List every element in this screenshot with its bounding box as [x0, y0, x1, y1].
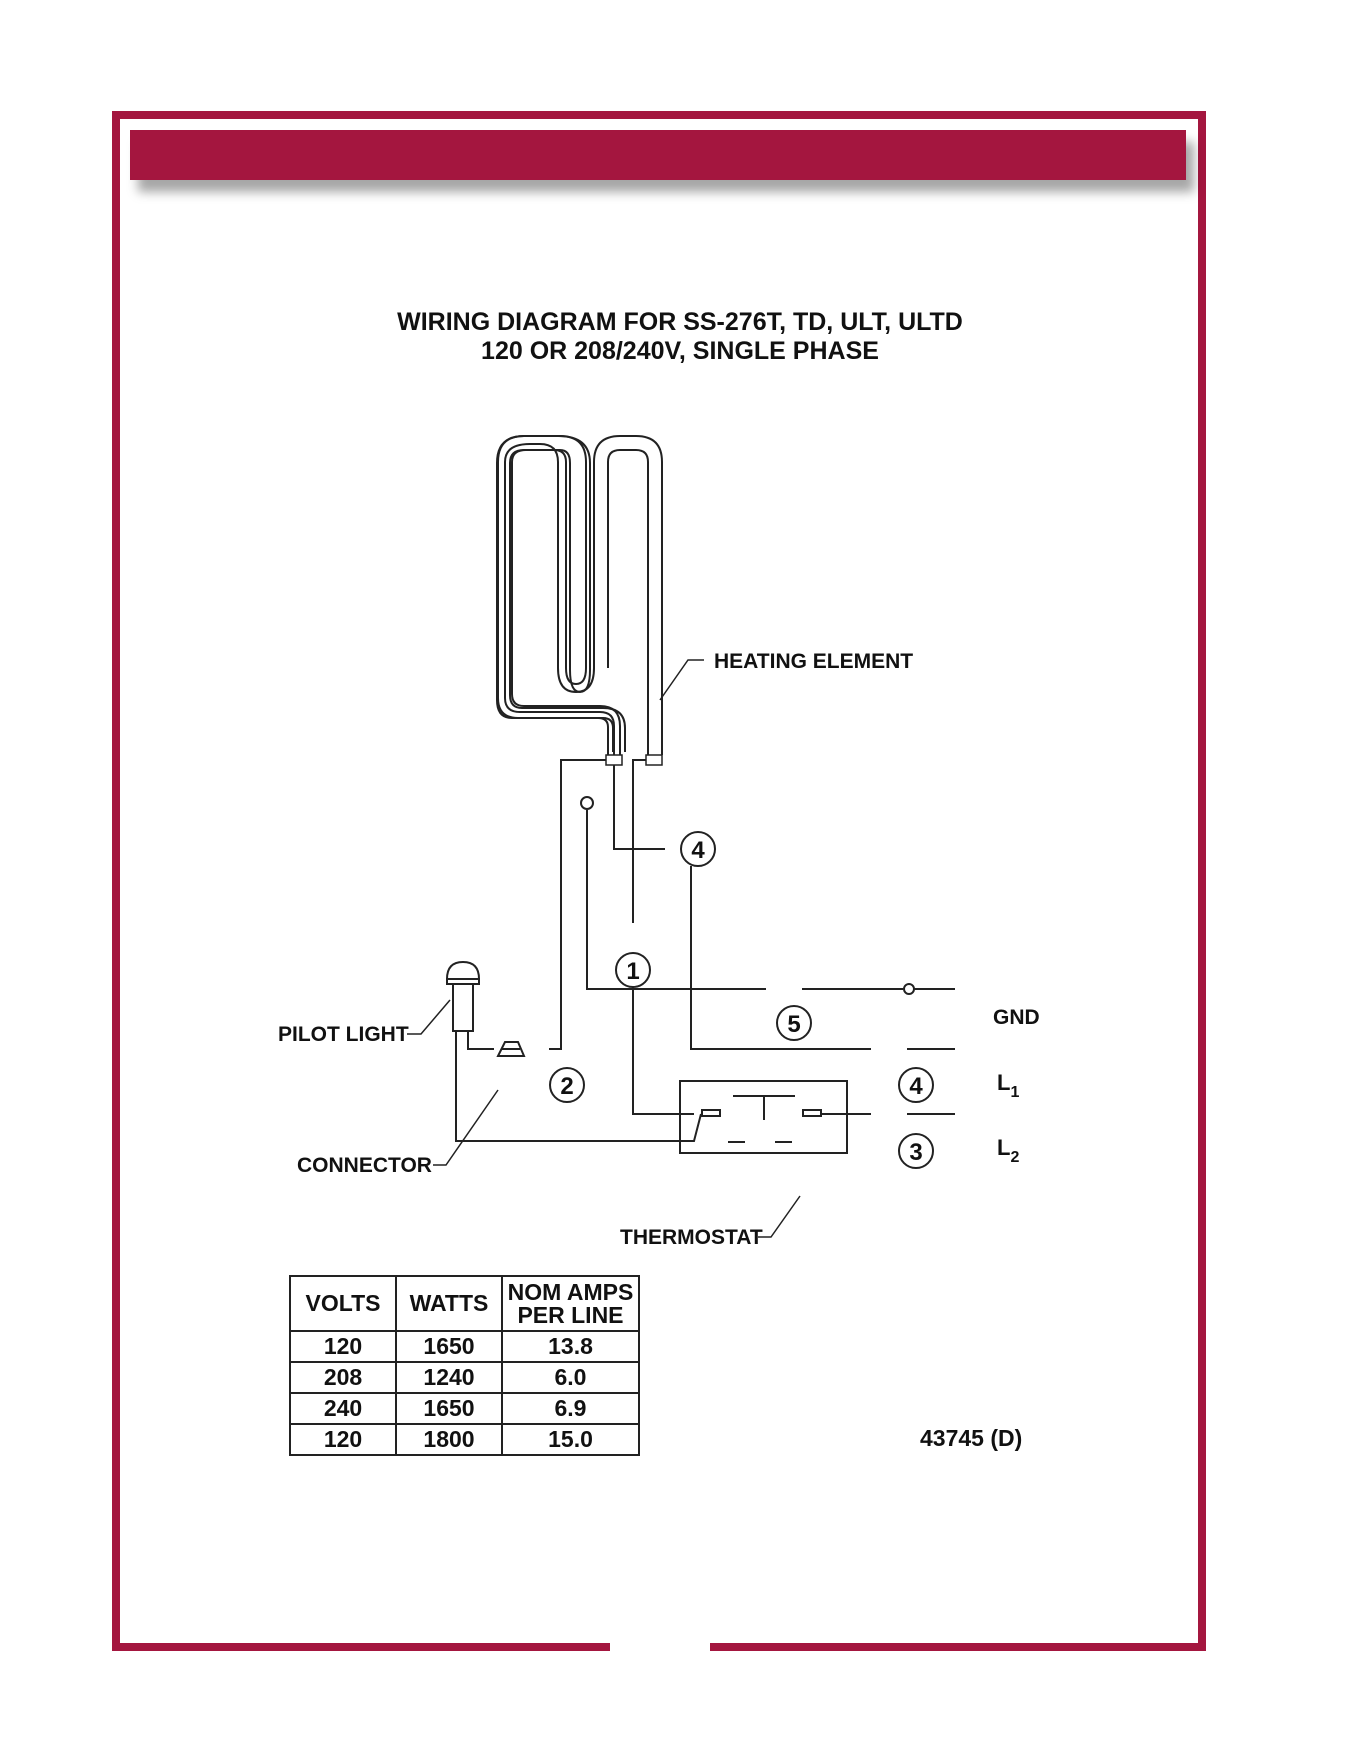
connector-label: CONNECTOR: [297, 1154, 432, 1177]
pilot-light-icon: [447, 962, 479, 1031]
table-row: 120 1650 13.8: [290, 1331, 639, 1362]
cell-volts: 240: [290, 1393, 396, 1424]
cell-amps: 6.0: [502, 1362, 639, 1393]
cell-amps: 13.8: [502, 1331, 639, 1362]
cell-amps: 15.0: [502, 1424, 639, 1455]
pilot-wire-right: [468, 1031, 494, 1049]
wire-4-number-line: 4: [909, 1073, 923, 1100]
pilot-light-leader: [407, 1000, 450, 1034]
wiring-lines: [456, 760, 955, 1141]
cell-amps: 6.9: [502, 1393, 639, 1424]
table-row: 240 1650 6.9: [290, 1393, 639, 1424]
wire-4: [614, 765, 665, 849]
wire-5-number: 5: [787, 1011, 800, 1038]
pilot-light-label: PILOT LIGHT: [278, 1023, 409, 1046]
wire-1-number: 1: [626, 958, 639, 985]
table-row: 208 1240 6.0: [290, 1362, 639, 1393]
leader-lines: [407, 660, 800, 1237]
connector-icon: [498, 1042, 524, 1056]
cell-volts: 120: [290, 1331, 396, 1362]
table-row: 120 1800 15.0: [290, 1424, 639, 1455]
thermostat-label: THERMOSTAT: [620, 1226, 763, 1249]
specs-header-amps-line1: NOM AMPS: [503, 1281, 638, 1304]
specs-table-header-row: VOLTS WATTS NOM AMPS PER LINE: [290, 1276, 639, 1331]
wire-2: [549, 760, 606, 1049]
cell-watts: 1650: [396, 1393, 502, 1424]
specs-header-amps-line2: PER LINE: [503, 1304, 638, 1327]
thermostat: [680, 1081, 847, 1153]
cell-watts: 1240: [396, 1362, 502, 1393]
gnd-label: GND: [993, 1006, 1040, 1029]
ground-lug: [581, 797, 593, 809]
specs-header-amps: NOM AMPS PER LINE: [502, 1276, 639, 1331]
heating-element-leader: [660, 660, 704, 700]
specs-table: VOLTS WATTS NOM AMPS PER LINE 120 1650 1…: [289, 1275, 640, 1456]
specs-header-watts: WATTS: [396, 1276, 502, 1331]
cell-volts: 120: [290, 1424, 396, 1455]
heating-element-label: HEATING ELEMENT: [714, 650, 913, 673]
cell-watts: 1800: [396, 1424, 502, 1455]
cell-watts: 1650: [396, 1331, 502, 1362]
wire-4-number-top: 4: [691, 837, 705, 864]
l2-label: L2: [997, 1135, 1019, 1166]
gnd-terminal: [904, 984, 914, 994]
drawing-number: 43745 (D): [920, 1425, 1022, 1452]
wire-2-number: 2: [560, 1073, 573, 1100]
connector-leader: [433, 1090, 498, 1165]
wire-1: [633, 760, 646, 923]
wire-3-number: 3: [909, 1139, 922, 1166]
specs-header-volts: VOLTS: [290, 1276, 396, 1331]
l1-label: L1: [997, 1070, 1019, 1101]
cell-volts: 208: [290, 1362, 396, 1393]
thermostat-leader: [758, 1196, 800, 1237]
heating-element-right: [570, 436, 660, 752]
